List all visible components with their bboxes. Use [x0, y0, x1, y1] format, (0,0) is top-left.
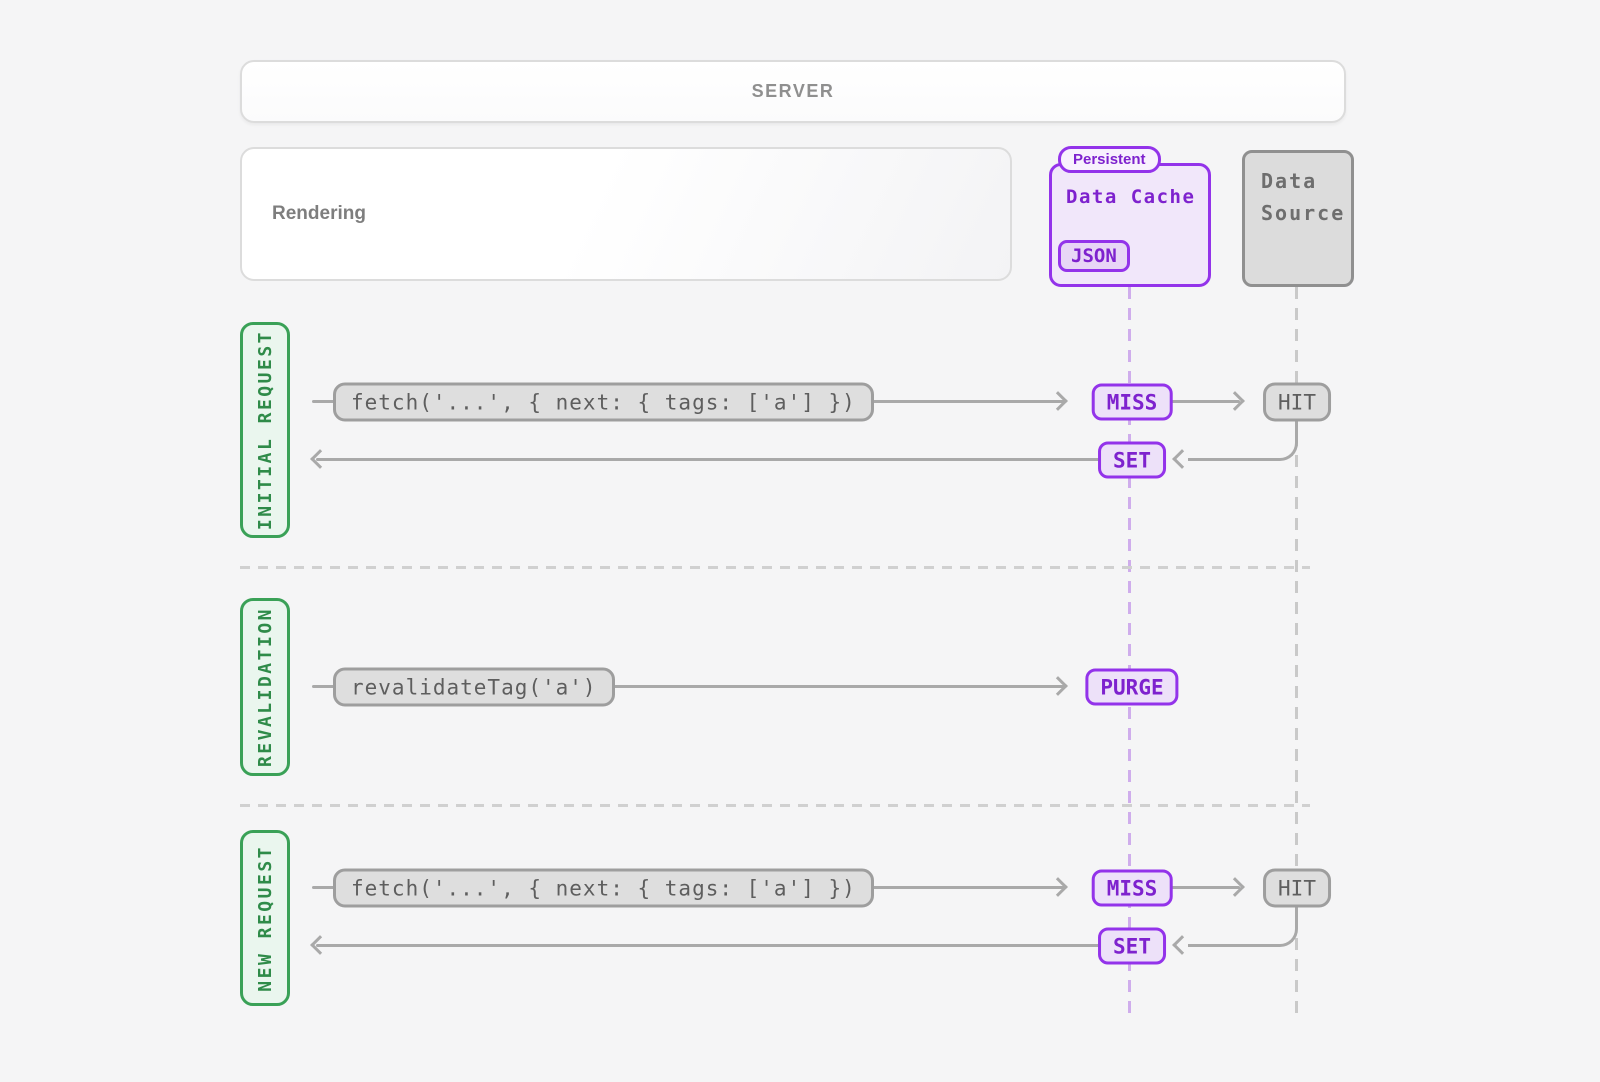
section-divider: [240, 804, 1310, 807]
section-label-initial-request: INITIAL REQUEST: [240, 322, 290, 538]
json-tag: JSON: [1058, 240, 1130, 272]
section-label-revalidation: REVALIDATION: [240, 598, 290, 776]
arrowhead-right-icon: [1048, 877, 1068, 897]
initial-fetch-pill: fetch('...', { next: { tags: ['a'] }): [333, 382, 874, 422]
data-cache-lifeline: [1128, 287, 1131, 1020]
initial-return-line: [316, 458, 1132, 461]
persistent-badge: Persistent: [1058, 146, 1161, 173]
revalidation-arrow-line: [312, 685, 1064, 688]
section-divider: [240, 566, 1310, 569]
new-return-curve: [1188, 906, 1298, 947]
arrowhead-left-icon: [310, 449, 330, 469]
server-label: SERVER: [751, 81, 835, 101]
initial-cache-miss-pill: MISS: [1091, 383, 1173, 421]
cache-purge-pill: PURGE: [1085, 668, 1179, 706]
new-cache-to-source-line: [1170, 886, 1240, 889]
arrowhead-left-icon: [310, 935, 330, 955]
initial-cache-to-source-line: [1170, 400, 1240, 403]
section-label-text: NEW REQUEST: [254, 844, 276, 992]
section-label-new-request: NEW REQUEST: [240, 830, 290, 1006]
data-cache-title: Data Cache: [1066, 186, 1196, 208]
initial-return-curve: [1188, 420, 1298, 461]
initial-cache-set-pill: SET: [1098, 441, 1166, 479]
new-cache-set-pill: SET: [1098, 927, 1166, 965]
rendering-label: Rendering: [272, 203, 366, 224]
data-source-lifeline: [1295, 287, 1298, 1020]
section-label-text: INITIAL REQUEST: [254, 329, 276, 531]
new-cache-miss-pill: MISS: [1091, 869, 1173, 907]
arrowhead-right-icon: [1048, 676, 1068, 696]
arrowhead-right-icon: [1225, 877, 1245, 897]
server-container: SERVER: [240, 60, 1346, 123]
initial-source-hit-pill: HIT: [1263, 382, 1331, 422]
arrowhead-right-icon: [1048, 391, 1068, 411]
new-source-hit-pill: HIT: [1263, 868, 1331, 908]
new-fetch-pill: fetch('...', { next: { tags: ['a'] }): [333, 868, 874, 908]
revalidate-tag-pill: revalidateTag('a'): [333, 667, 615, 707]
arrowhead-right-icon: [1225, 391, 1245, 411]
data-source-box: Data Source: [1242, 150, 1354, 287]
rendering-box: Rendering: [240, 147, 1012, 281]
new-return-line: [316, 944, 1132, 947]
section-label-text: REVALIDATION: [254, 606, 276, 768]
